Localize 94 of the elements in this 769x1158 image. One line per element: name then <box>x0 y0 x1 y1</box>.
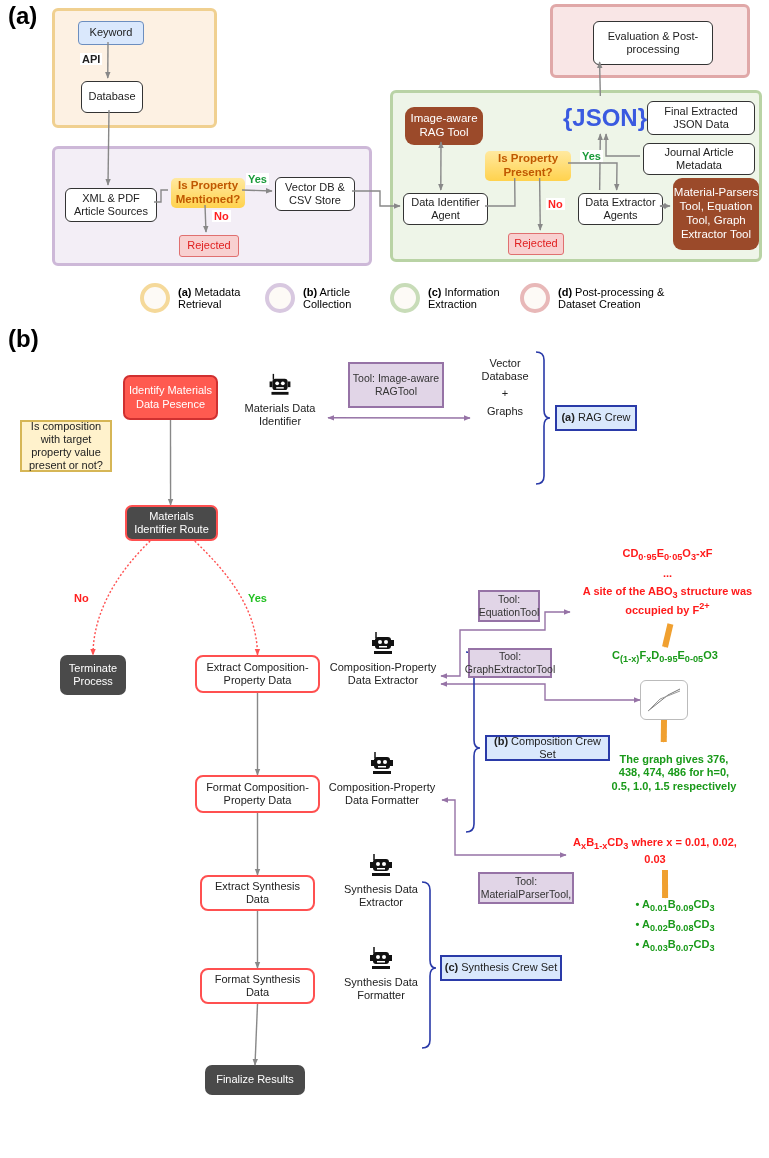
result-text: C$_{(1-x)}$F$_{x}$D$_{0-95}$E$_{0-05}$O3 <box>585 647 745 667</box>
text-line: • A$_{0.02}$B$_{0.08}$CD$_{3}$ <box>635 917 715 935</box>
arrow <box>241 188 273 194</box>
crew-label: (a) RAG Crew <box>555 405 637 431</box>
panel-label: (a) <box>8 2 38 30</box>
process-box: Format Synthesis Data <box>200 968 315 1004</box>
group-panel <box>52 146 372 266</box>
arrow <box>441 797 567 858</box>
process-box: Data Extractor Agents <box>578 193 663 225</box>
arrow <box>327 415 471 421</box>
text-line: • A$_{0.01}$B$_{0.09}$CD$_{3}$ <box>635 897 715 914</box>
text-line: • A$_{0.03}$B$_{0.07}$CD$_{3}$ <box>635 938 715 955</box>
arrow <box>254 692 261 776</box>
arrow <box>252 1003 259 1066</box>
process-box: Journal Article Metadata <box>643 143 755 175</box>
arrow <box>254 910 261 969</box>
example-text: A$_{x}$B$_{1-x}$CD$_{3}$ where x = 0.01, 0.02, 0.03 <box>566 832 744 870</box>
arrow <box>254 812 261 876</box>
arrow <box>603 133 641 157</box>
group-panel <box>390 90 762 262</box>
text-line: ... <box>662 567 673 581</box>
agent-name: Composition-Property Data Extractor <box>328 661 438 688</box>
arrow <box>662 623 674 648</box>
crew-label: (c) Synthesis Crew Set <box>440 955 562 981</box>
input-box: Keyword <box>78 21 144 45</box>
legend-text: (c) Information Extraction <box>428 286 501 310</box>
group-panel <box>550 4 750 78</box>
tool-label: Tool: EquationTool <box>478 590 540 622</box>
rejected-box: Rejected <box>508 233 564 255</box>
legend-text: (a) Metadata Retrieval <box>178 286 242 310</box>
edge-label: Yes <box>246 592 269 604</box>
arrow <box>194 540 260 656</box>
arrow <box>537 177 543 231</box>
edge-label: Yes <box>580 150 603 162</box>
route-box: Materials Identifier Route <box>125 505 218 541</box>
process-box: Evaluation & Post-processing <box>593 21 713 65</box>
process-box: XML & PDF Article Sources <box>65 188 157 222</box>
decision-box: Is Property Present? <box>485 151 571 181</box>
edge-label: No <box>546 198 565 210</box>
tool-label: Tool: MaterialParserTool, <box>478 872 574 904</box>
process-box: Database <box>81 81 143 113</box>
arrow <box>202 204 209 233</box>
result-text: The graph gives 376, 438, 474, 486 for h=0, 0.5, 1.0, 1.5 respectively <box>610 742 738 804</box>
arrow <box>440 609 571 679</box>
arrow <box>105 41 111 79</box>
process-box: Extract Composition-Property Data <box>195 655 320 693</box>
process-box: Vector DB & CSV Store <box>275 177 355 211</box>
agent-name: Graphs <box>486 404 524 418</box>
tool-box: Material-Parsers Tool, Equation Tool, Graph Extractor Tool <box>673 178 759 250</box>
text-line: A site of the ABO$_{3}$ structure was occupied by F$^{2+}$ <box>581 584 754 617</box>
panel-label: (b) <box>8 325 39 353</box>
arrow <box>484 177 516 207</box>
process-box: Format Composition-Property Data <box>195 775 320 813</box>
process-box: Data Identifier Agent <box>403 193 488 225</box>
arrow <box>351 190 401 209</box>
terminal-box: Terminate Process <box>60 655 126 695</box>
agent-name: + <box>501 387 509 401</box>
edge-label: Yes <box>246 173 269 185</box>
arrow <box>440 681 641 703</box>
arrow <box>90 540 151 656</box>
terminal-box: Finalize Results <box>205 1065 305 1095</box>
process-box: Extract Synthesis Data <box>200 875 315 911</box>
agent-name: Materials Data Identifier <box>243 401 317 428</box>
plot-thumbnail <box>640 680 688 720</box>
edge-label: No <box>72 592 91 604</box>
group-panel <box>52 8 217 128</box>
agent-name: Synthesis Data Formatter <box>343 976 419 1003</box>
arrow <box>659 203 671 209</box>
arrow <box>438 141 444 191</box>
legend-text: (b) Article Collection <box>303 286 353 310</box>
question-note: Is composition with target property value present or not? <box>20 420 112 472</box>
output-box: Final Extracted JSON Data <box>647 100 755 136</box>
arrow <box>597 133 604 191</box>
arrow <box>661 870 669 899</box>
tool-label: Tool: Image-aware RAGTool <box>348 362 444 408</box>
tool-box: Image-aware RAG Tool <box>405 107 483 145</box>
agent-name: Vector Database <box>480 357 530 384</box>
decision-box: Is Property Mentioned? <box>171 178 245 208</box>
arrow <box>596 61 603 97</box>
agent-name: Composition-Property Data Formatter <box>327 781 437 808</box>
arrow <box>105 109 111 186</box>
agent-name: Synthesis Data Extractor <box>343 883 419 910</box>
text-line: CD$_{0·95}$E$_{0·05}$O$_{3}$-xF <box>622 547 713 564</box>
edge-label: No <box>212 210 231 222</box>
edge-label: API <box>80 53 103 65</box>
arrow <box>167 419 174 506</box>
output-label <box>563 99 755 137</box>
crew-label: (b) Composition Crew Set <box>485 735 610 761</box>
arrow <box>660 719 667 743</box>
start-box: Identify Materials Data Pesence <box>123 375 218 420</box>
legend-text: (d) Post-processing & Dataset Creation <box>558 286 666 310</box>
rejected-box: Rejected <box>179 235 239 257</box>
arrow <box>567 162 620 191</box>
json-icon: {JSON} <box>563 103 648 133</box>
